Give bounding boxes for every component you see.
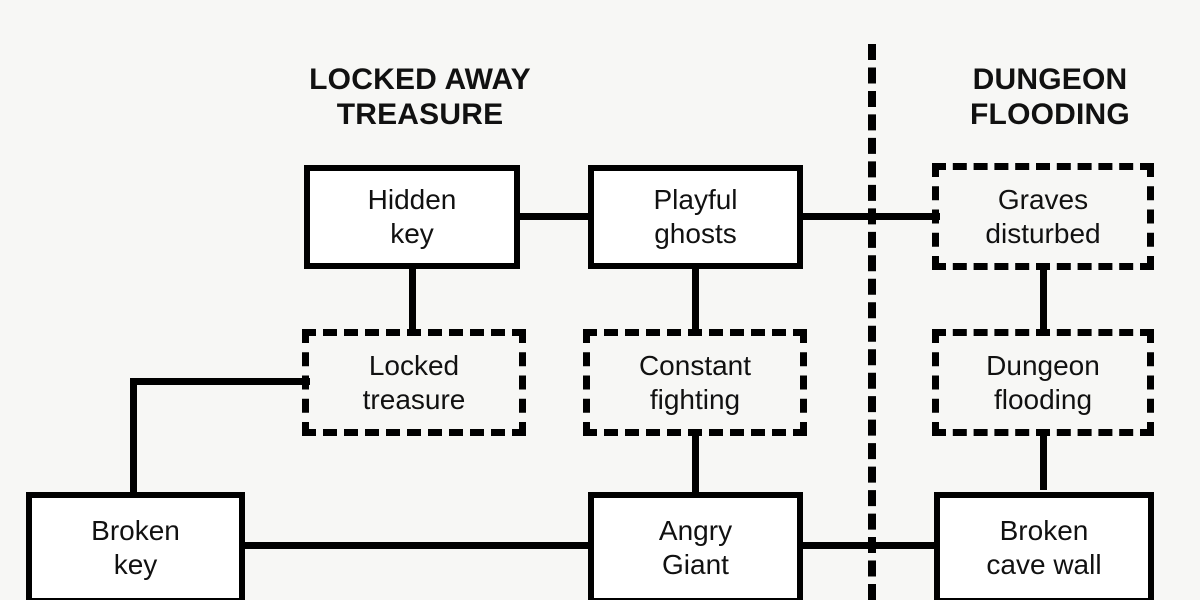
node-broken-key[interactable]: Broken key	[26, 492, 245, 600]
node-angry-giant[interactable]: Angry Giant	[588, 492, 803, 600]
node-graves-disturbed[interactable]: Graves disturbed	[932, 163, 1154, 270]
heading-locked-away-treasure: LOCKED AWAY TREASURE	[309, 63, 531, 132]
edge-graves-disturbed-to-dungeon-flooding	[1040, 264, 1047, 336]
edge-hidden-key-to-playful-ghosts	[516, 213, 600, 220]
edge-playful-ghosts-to-constant-fighting	[692, 262, 699, 336]
node-broken-cave-wall[interactable]: Broken cave wall	[934, 492, 1154, 600]
edge-broken-key-to-angry-giant	[240, 542, 592, 549]
edge-broken-key-to-locked-treasure-vertical	[130, 378, 137, 498]
node-constant-fighting[interactable]: Constant fighting	[583, 329, 807, 436]
heading-dungeon-flooding: DUNGEON FLOODING	[970, 63, 1130, 132]
node-locked-treasure[interactable]: Locked treasure	[302, 329, 526, 436]
node-hidden-key[interactable]: Hidden key	[304, 165, 520, 269]
edge-hidden-key-to-locked-treasure	[409, 262, 416, 336]
node-playful-ghosts[interactable]: Playful ghosts	[588, 165, 803, 269]
edge-angry-giant-to-constant-fighting	[692, 430, 699, 498]
edge-broken-key-to-locked-treasure-horizontal	[130, 378, 310, 385]
section-divider	[868, 44, 876, 600]
node-dungeon-flooding[interactable]: Dungeon flooding	[932, 329, 1154, 436]
edge-broken-cave-wall-to-dungeon-flooding	[1040, 430, 1047, 490]
